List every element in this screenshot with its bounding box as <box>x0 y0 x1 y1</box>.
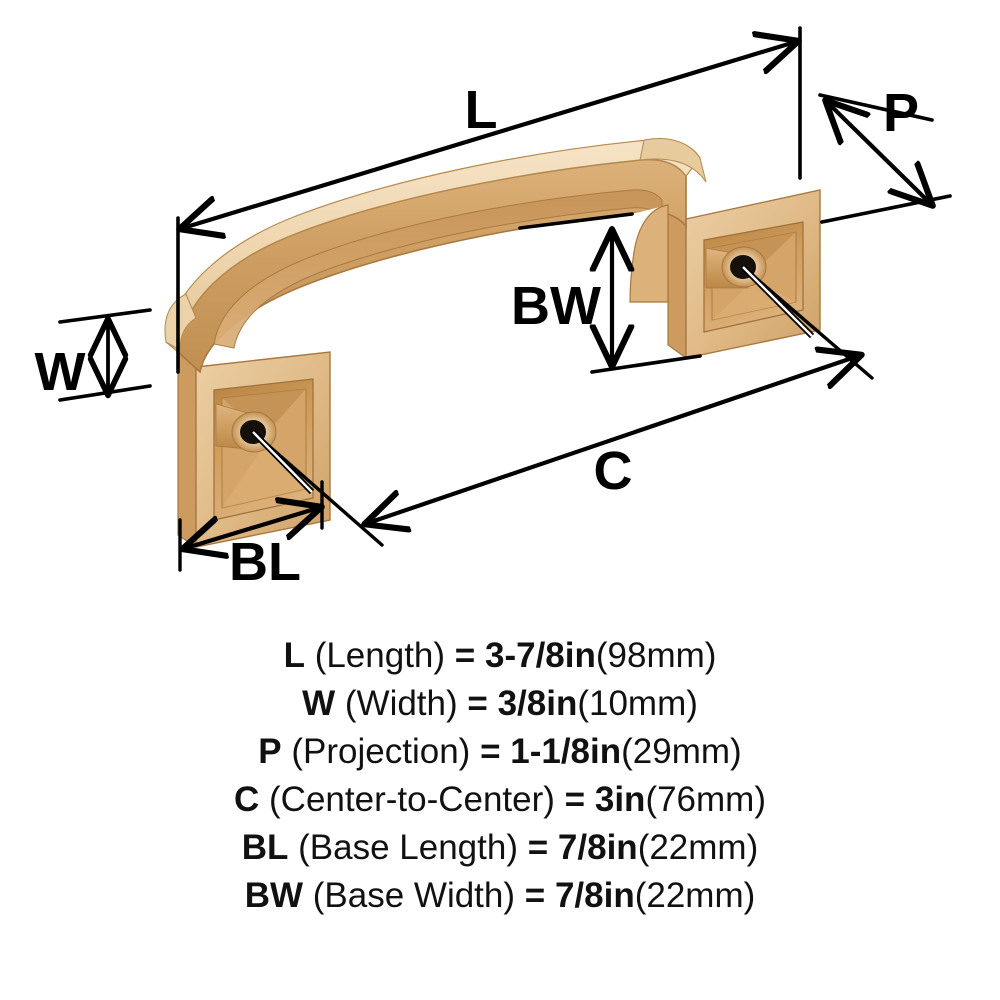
legend-line-P: P (Projection) = 1-1/8in(29mm) <box>258 728 741 776</box>
right-leader-core <box>742 266 813 337</box>
dimension-legend: L (Length) = 3-7/8in(98mm) W (Width) = 3… <box>0 620 1000 1000</box>
legend-metric-P: (29mm) <box>621 732 742 771</box>
legend-equals-BW: = <box>524 876 546 915</box>
legend-metric-L: (98mm) <box>595 636 717 675</box>
l-dimension-arrow <box>183 42 795 228</box>
left-base-side <box>177 350 197 549</box>
legend-metric-C: (76mm) <box>645 780 766 819</box>
legend-symbol-L: L <box>283 636 305 675</box>
legend-value-P: 1-1/8in <box>510 732 622 771</box>
legend-metric-BW: (22mm) <box>634 876 756 915</box>
legend-equals-C: = <box>564 780 586 819</box>
legend-line-W: W (Width) = 3/8in(10mm) <box>302 680 698 728</box>
legend-desc-P: (Projection) <box>291 732 471 771</box>
legend-desc-W: (Width) <box>344 684 458 723</box>
legend-metric-BL: (22mm) <box>637 828 759 867</box>
right-base <box>667 189 821 360</box>
p-dimension-arrow <box>828 103 930 203</box>
legend-symbol-W: W <box>302 684 336 723</box>
legend-line-BW: BW (Base Width) = 7/8in(22mm) <box>245 872 756 920</box>
label-P: P <box>883 83 919 143</box>
legend-symbol-C: C <box>234 780 260 819</box>
label-BL: BL <box>229 532 301 592</box>
legend-symbol-BW: BW <box>244 876 304 915</box>
legend-desc-L: (Length) <box>314 636 446 675</box>
label-L: L <box>465 80 498 140</box>
legend-symbol-P: P <box>258 732 282 771</box>
legend-equals-P: = <box>480 732 501 771</box>
p-extension-bottom <box>820 194 952 224</box>
left-recess-shade-top <box>222 389 306 436</box>
handle-left-nose <box>164 293 197 351</box>
left-base <box>177 350 331 549</box>
w-extension-top <box>58 308 152 324</box>
legend-symbol-BL: BL <box>241 828 289 867</box>
right-recess-shade-bottom <box>712 280 796 320</box>
legend-value-BL: 7/8in <box>557 828 638 867</box>
left-recess-shade-bottom <box>222 446 306 508</box>
left-leader-core <box>252 431 313 493</box>
c-dimension-arrow <box>368 356 858 523</box>
bw-extension-top <box>518 212 634 230</box>
legend-equals-W: = <box>467 684 488 723</box>
legend-value-W: 3/8in <box>497 684 578 723</box>
legend-value-L: 3-7/8in <box>484 636 596 675</box>
bw-extension-bottom <box>590 354 702 374</box>
legend-line-BL: BL (Base Length) = 7/8in(22mm) <box>242 824 759 872</box>
legend-equals-BL: = <box>527 828 549 867</box>
label-W: W <box>35 342 86 402</box>
handle-body <box>164 138 821 549</box>
legend-line-L: L (Length) = 3-7/8in(98mm) <box>284 632 717 680</box>
legend-value-C: 3in <box>594 780 646 819</box>
legend-equals-L: = <box>454 636 476 675</box>
legend-value-BW: 7/8in <box>554 876 635 915</box>
legend-desc-BL: (Base Length) <box>298 828 518 867</box>
label-C: C <box>594 441 633 501</box>
dimension-labels: L P W BW C BL <box>35 80 920 592</box>
handle-technical-drawing: L P W BW C BL <box>35 26 952 592</box>
bl-dimension-arrow <box>186 508 318 548</box>
legend-desc-C: (Center-to-Center) <box>269 780 555 819</box>
legend-line-C: C (Center-to-Center) = 3in(76mm) <box>234 776 766 824</box>
right-base-side <box>667 203 687 360</box>
screw-leader-lines <box>250 264 815 495</box>
legend-desc-BW: (Base Width) <box>312 876 516 915</box>
legend-metric-W: (10mm) <box>577 684 698 723</box>
label-BW: BW <box>511 276 601 336</box>
